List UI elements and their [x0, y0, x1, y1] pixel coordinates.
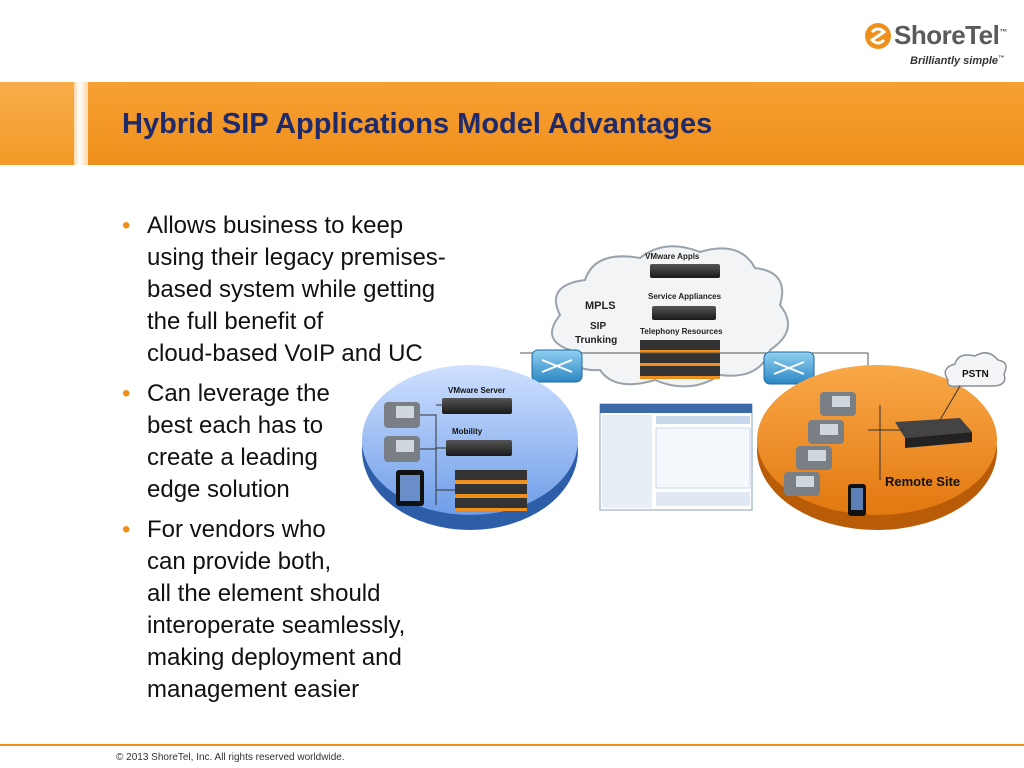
director-screenshot — [599, 403, 753, 511]
smartphone-icon — [848, 484, 866, 516]
mobility-label: Mobility — [452, 427, 483, 436]
bullet-text: Can leverage the best each has to create… — [147, 380, 330, 503]
footer-copyright: © 2013 ShoreTel, Inc. All rights reserve… — [116, 752, 345, 763]
ip-phone-icon — [384, 402, 420, 428]
bullet-list: • Allows business to keep using their leg… — [122, 210, 512, 714]
banner-divider — [74, 82, 88, 165]
ip-phone-icon — [808, 420, 844, 444]
server-icon — [650, 264, 720, 278]
footer-divider — [0, 744, 1024, 746]
bullet-dot: • — [122, 380, 131, 407]
remote-site-label: Remote Site — [885, 474, 960, 489]
pstn-label: PSTN — [962, 369, 989, 380]
hq-links — [420, 404, 455, 505]
network-diagram: MPLS SIP Trunking VMware Appls Service A… — [362, 245, 1007, 530]
mpls-label: MPLS — [585, 300, 616, 312]
bullet-dot: • — [122, 212, 131, 239]
ip-phone-icon — [796, 446, 832, 470]
tablet-icon — [396, 470, 424, 506]
remote-links — [868, 405, 905, 480]
banner-left-block — [0, 82, 74, 165]
shoretel-logo — [865, 23, 891, 49]
router-icon — [531, 349, 583, 383]
ip-phone-icon — [820, 392, 856, 416]
remote-appliance-icon — [895, 418, 972, 448]
hq-server-stack — [455, 470, 527, 511]
trunking-label: Trunking — [575, 335, 617, 346]
bullet-dot: • — [122, 516, 131, 543]
pstn-cloud — [944, 352, 1007, 388]
bullet-text: Allows business to keep using their lega… — [147, 212, 446, 367]
telephony-resources-label: Telephony Resources — [640, 327, 723, 336]
brand-tagline: Brilliantly simple™ — [910, 55, 1005, 67]
bullet-text: For vendors who can provide both, all th… — [147, 516, 406, 703]
vmware-server-icon — [442, 398, 512, 414]
bullet-item: • Can leverage the best each has to creat… — [122, 378, 512, 506]
mobility-appliance-icon — [446, 440, 512, 456]
title-banner — [0, 82, 1024, 165]
sip-label: SIP — [590, 321, 606, 332]
pstn-link — [939, 385, 961, 421]
ip-phone-icon — [784, 472, 820, 496]
ip-phone-icon — [384, 436, 420, 462]
appliance-icon — [652, 306, 716, 320]
bullet-item: • For vendors who can provide both, all t… — [122, 514, 512, 706]
router-icon — [763, 351, 815, 385]
service-appliances-label: Service Appliances — [648, 292, 722, 301]
vmware-server-label: VMware Server — [448, 386, 505, 395]
telephony-server-stack — [640, 340, 720, 379]
vmware-appls-label: VMware Appls — [645, 252, 700, 261]
slide-title: Hybrid SIP Applications Model Advantages — [122, 108, 713, 140]
brand-name: ShoreTel™ — [894, 20, 1007, 50]
bullet-item: • Allows business to keep using their leg… — [122, 210, 512, 370]
